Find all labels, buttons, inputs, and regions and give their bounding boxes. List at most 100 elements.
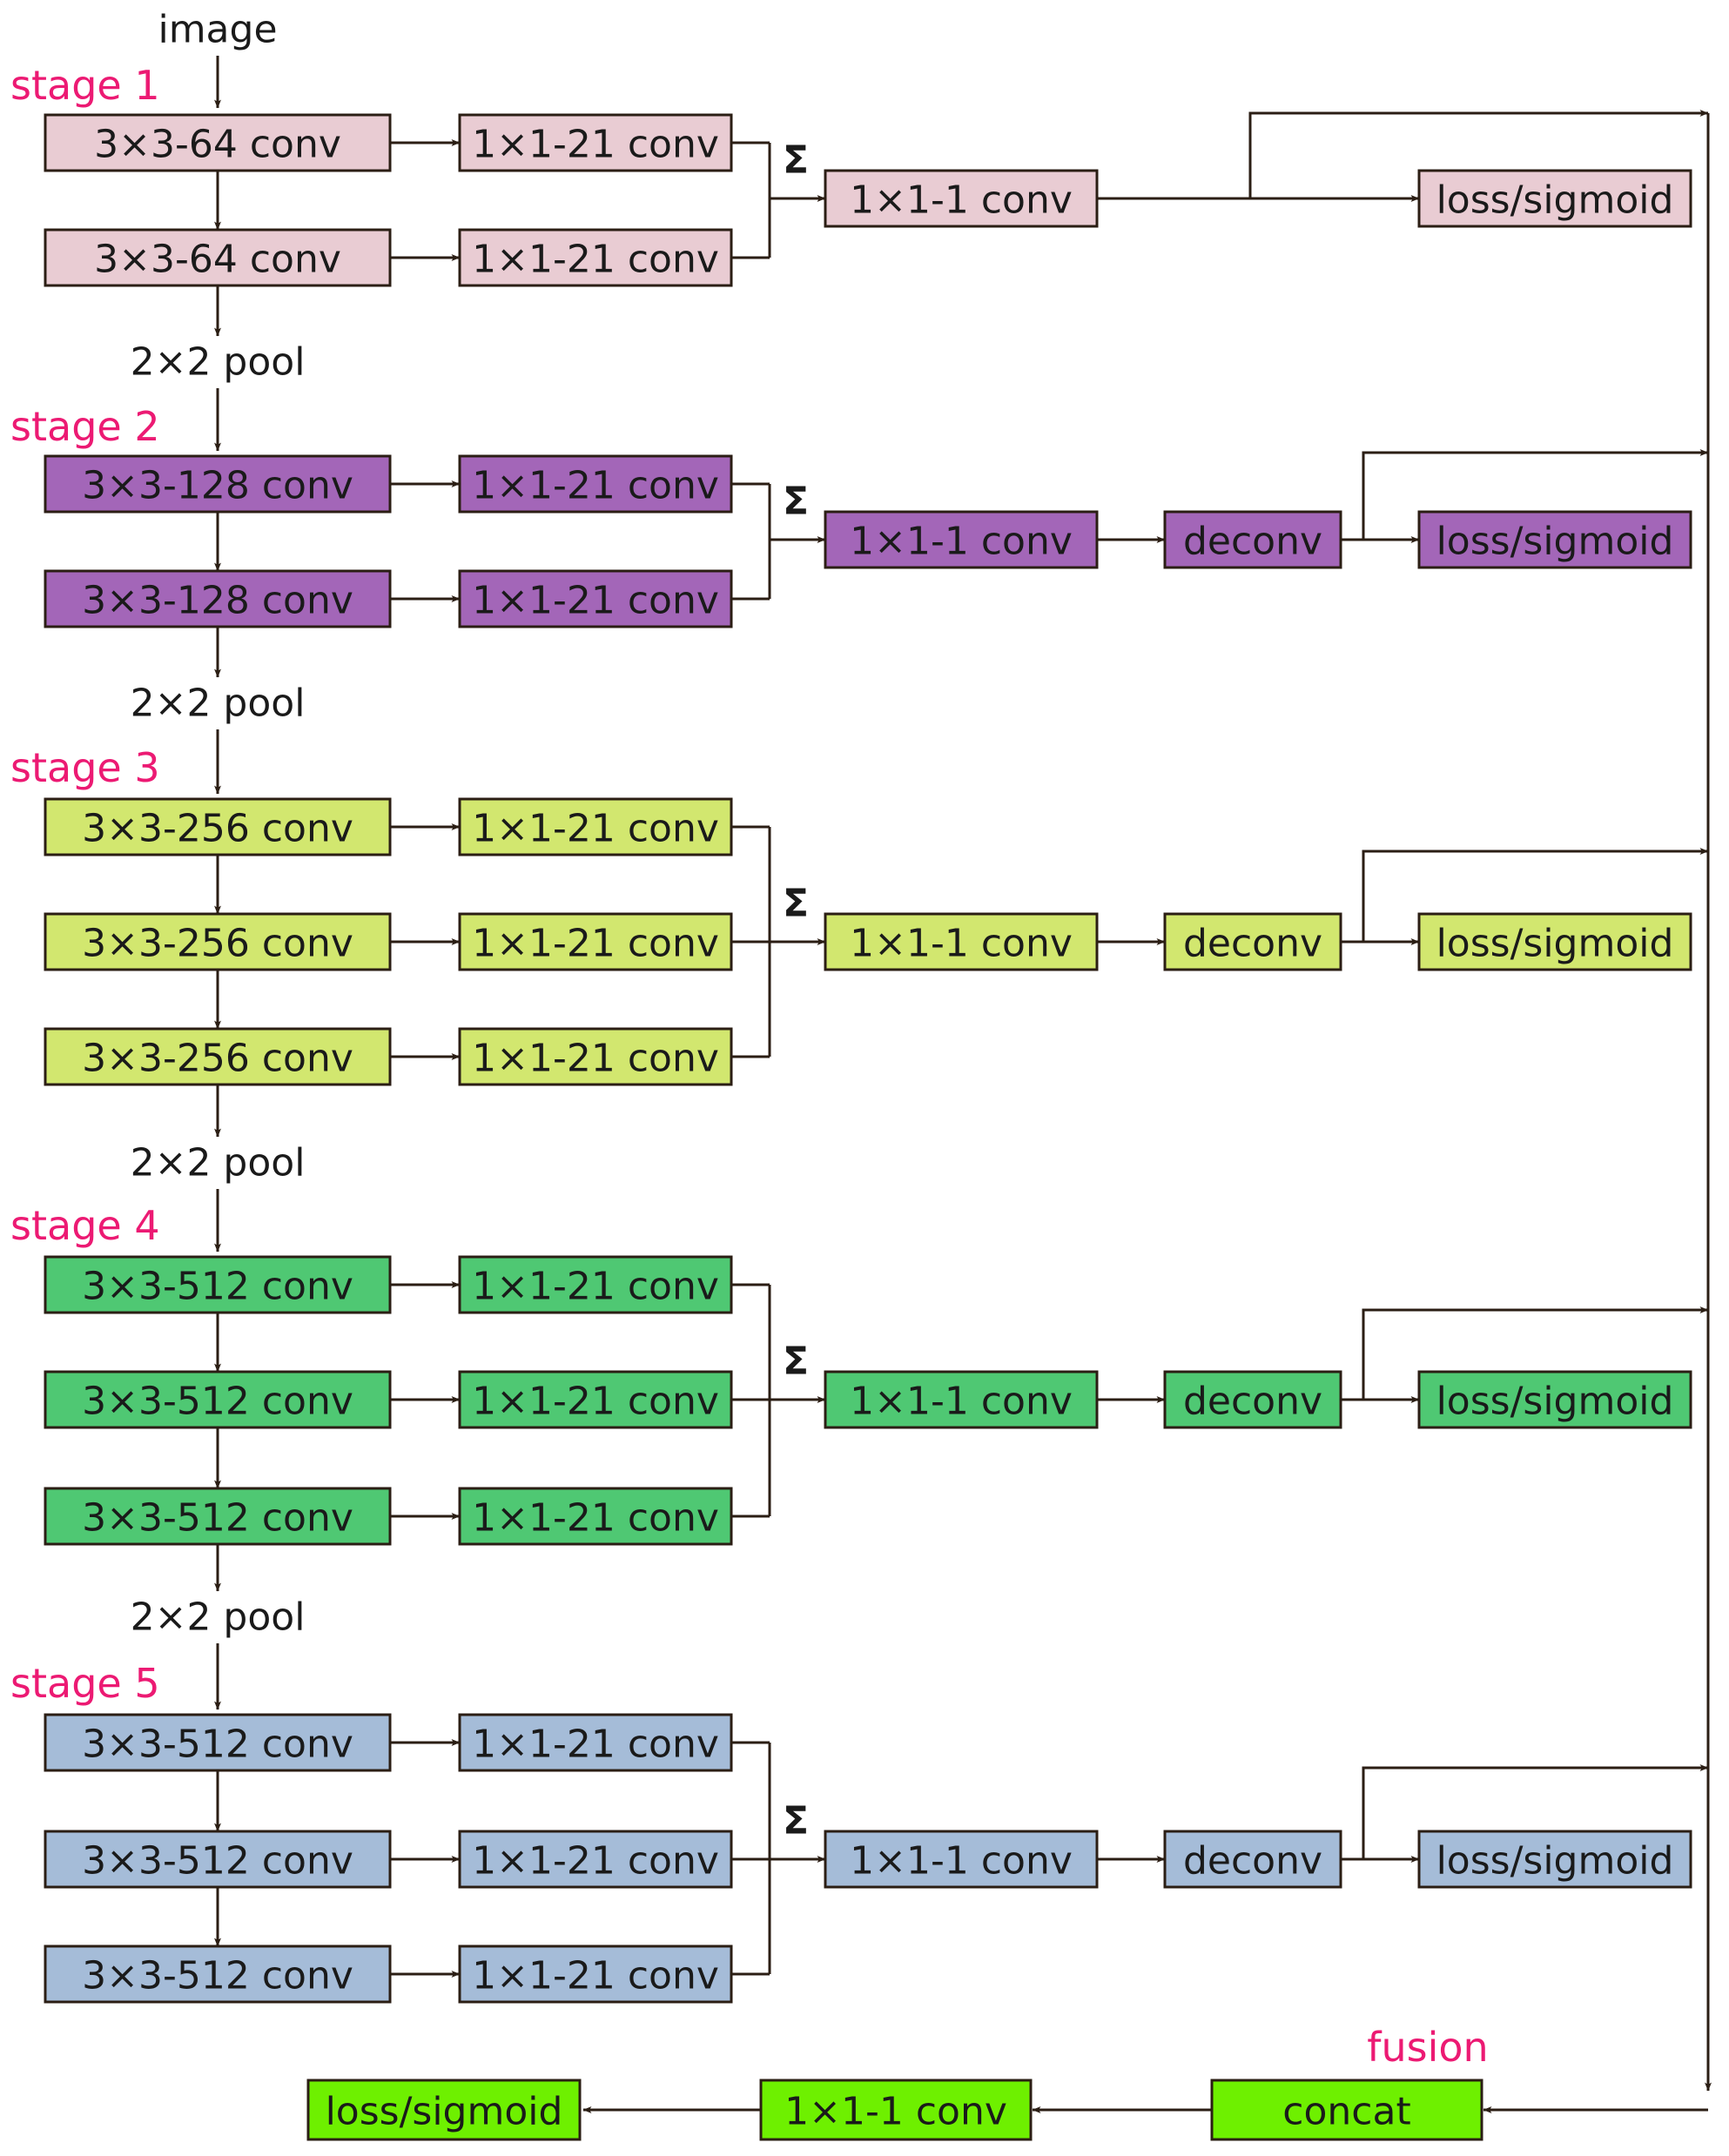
- stage-2-output: loss/sigmoid: [1417, 510, 1692, 569]
- stage-3-side-conv-2: 1×1-21 conv: [458, 912, 733, 971]
- stage-2-conv-2-box: [44, 569, 392, 628]
- stage-2-deconv: deconv: [1163, 510, 1342, 569]
- stage-3-conv-3: 3×3-256 conv: [44, 1027, 392, 1086]
- fusion-conv-box: [759, 2079, 1033, 2141]
- stage-5-conv-3-box: [44, 1944, 392, 2004]
- stage-3-output-label: loss/sigmoid: [1436, 922, 1674, 966]
- stage-4-side-conv-2: 1×1-21 conv: [458, 1370, 733, 1429]
- fusion-conv-label: 1×1-1 conv: [784, 2090, 1007, 2134]
- stage-3-reduce-conv-box: [824, 912, 1099, 971]
- stage-3-side-conv-3-label: 1×1-21 conv: [472, 1037, 719, 1081]
- stage-4-side-conv-1-label: 1×1-21 conv: [472, 1265, 719, 1309]
- stage-5-side-conv-3: 1×1-21 conv: [458, 1944, 733, 2004]
- stage-5-side-conv-2-box: [458, 1830, 733, 1889]
- stage-2-to-fusion-arrow: [1362, 449, 1709, 540]
- stage-3-side-conv-1-box: [458, 797, 733, 856]
- stage-5-conv-1-label: 3×3-512 conv: [82, 1723, 353, 1767]
- fusion-output: loss/sigmoid: [306, 2079, 582, 2141]
- stage-3-side-conv-2-label: 1×1-21 conv: [472, 922, 719, 966]
- stage-5-side-conv-1-box: [458, 1713, 733, 1772]
- stage-4-side-conv-1: 1×1-21 conv: [458, 1255, 733, 1314]
- fusion-concat: concat: [1210, 2079, 1483, 2141]
- stage-1-side-conv-2-box: [458, 228, 733, 287]
- stage-1-output: loss/sigmoid: [1417, 169, 1692, 228]
- stage-5-conv-3-label: 3×3-512 conv: [82, 1954, 353, 1998]
- stage-3-deconv-box: [1163, 912, 1342, 971]
- pool-label-1: 2×2 pool: [131, 340, 306, 385]
- stage-1-reduce-conv-box: [824, 169, 1099, 228]
- stage-1-side-conv-2-label: 1×1-21 conv: [472, 238, 719, 282]
- stage-5-side-conv-3-label: 1×1-21 conv: [472, 1954, 719, 1998]
- stage-2-conv-1: 3×3-128 conv: [44, 454, 392, 514]
- stage-5-reduce-conv: 1×1-1 conv: [824, 1830, 1099, 1889]
- stage-4-deconv: deconv: [1163, 1370, 1342, 1429]
- stage-3-label: stage 3: [10, 744, 160, 791]
- stage-3-to-fusion-arrow: [1362, 848, 1709, 942]
- stage-3-conv-2-label: 3×3-256 conv: [82, 922, 353, 966]
- stage-4-side-conv-2-label: 1×1-21 conv: [472, 1380, 719, 1424]
- stage-4-conv-1-label: 3×3-512 conv: [82, 1265, 353, 1309]
- stage-4-side-conv-2-box: [458, 1370, 733, 1429]
- stage-5-deconv-box: [1163, 1830, 1342, 1889]
- stage-4-side-conv-3: 1×1-21 conv: [458, 1487, 733, 1546]
- stage-5-conv-2-label: 3×3-512 conv: [82, 1839, 353, 1884]
- stage-2-side-conv-2-box: [458, 569, 733, 628]
- stage-2-deconv-box: [1163, 510, 1342, 569]
- stage-3-conv-1-label: 3×3-256 conv: [82, 807, 353, 851]
- stage-4-conv-1-box: [44, 1255, 392, 1314]
- stage-2-reduce-conv-label: 1×1-1 conv: [850, 520, 1073, 564]
- stage-3-reduce-conv-label: 1×1-1 conv: [850, 922, 1073, 966]
- stage-2-side-conv-1: 1×1-21 conv: [458, 454, 733, 514]
- pool-label-4: 2×2 pool: [131, 1595, 306, 1640]
- stage-5-conv-1-box: [44, 1713, 392, 1772]
- stage-4-conv-3-label: 3×3-512 conv: [82, 1496, 353, 1541]
- pool-label-3: 2×2 pool: [131, 1141, 306, 1185]
- stage-2-deconv-label: deconv: [1183, 520, 1322, 564]
- stage-5-side-conv-1: 1×1-21 conv: [458, 1713, 733, 1772]
- stage-1-side-conv-1: 1×1-21 conv: [458, 113, 733, 172]
- stage-2-conv-1-label: 3×3-128 conv: [82, 464, 353, 508]
- stage-1-side-conv-2: 1×1-21 conv: [458, 228, 733, 287]
- stage-3-conv-3-label: 3×3-256 conv: [82, 1037, 353, 1081]
- stage-5-conv-1: 3×3-512 conv: [44, 1713, 392, 1772]
- stage-5-conv-2: 3×3-512 conv: [44, 1830, 392, 1889]
- stage-1-label: stage 1: [10, 62, 160, 109]
- stage-3-conv-2: 3×3-256 conv: [44, 912, 392, 971]
- pool-label-2: 2×2 pool: [131, 682, 306, 726]
- stage-3-side-conv-3: 1×1-21 conv: [458, 1027, 733, 1086]
- stage-3-output: loss/sigmoid: [1417, 912, 1692, 971]
- stage-2-conv-2: 3×3-128 conv: [44, 569, 392, 628]
- stage-5-side-conv-2-label: 1×1-21 conv: [472, 1839, 719, 1884]
- stage-3-sigma: Σ: [783, 882, 809, 926]
- fusion-conv: 1×1-1 conv: [759, 2079, 1033, 2141]
- stage-4-conv-3-box: [44, 1487, 392, 1546]
- fusion-output-label: loss/sigmoid: [326, 2090, 563, 2134]
- stage-3-deconv-label: deconv: [1183, 922, 1322, 966]
- stage-1-output-box: [1417, 169, 1692, 228]
- stage-1-conv-1-box: [44, 113, 392, 172]
- stage-4-reduce-conv: 1×1-1 conv: [824, 1370, 1099, 1429]
- stage-4-to-fusion-arrow: [1362, 1306, 1709, 1400]
- stage-4-side-conv-1-box: [458, 1255, 733, 1314]
- stage-3-side-conv-3-box: [458, 1027, 733, 1086]
- stage-4-deconv-box: [1163, 1370, 1342, 1429]
- stage-1-conv-1: 3×3-64 conv: [44, 113, 392, 172]
- fusion-label: fusion: [1367, 2024, 1488, 2071]
- stage-4-output: loss/sigmoid: [1417, 1370, 1692, 1429]
- fusion-output-box: [306, 2079, 582, 2141]
- stage-4-conv-3: 3×3-512 conv: [44, 1487, 392, 1546]
- stage-5-conv-3: 3×3-512 conv: [44, 1944, 392, 2004]
- stage-4-side-conv-3-box: [458, 1487, 733, 1546]
- stage-5-output-box: [1417, 1830, 1692, 1889]
- stage-3-side-conv-1-label: 1×1-21 conv: [472, 807, 719, 851]
- stage-2-side-conv-1-label: 1×1-21 conv: [472, 464, 719, 508]
- stage-2-side-conv-1-box: [458, 454, 733, 514]
- stage-2-output-box: [1417, 510, 1692, 569]
- stage-1-sigma: Σ: [783, 138, 809, 183]
- stage-1-output-label: loss/sigmoid: [1436, 178, 1674, 223]
- stage-5-reduce-conv-box: [824, 1830, 1099, 1889]
- stage-1-side-conv-1-box: [458, 113, 733, 172]
- input-label: image: [158, 8, 277, 52]
- stage-4-conv-2-box: [44, 1370, 392, 1429]
